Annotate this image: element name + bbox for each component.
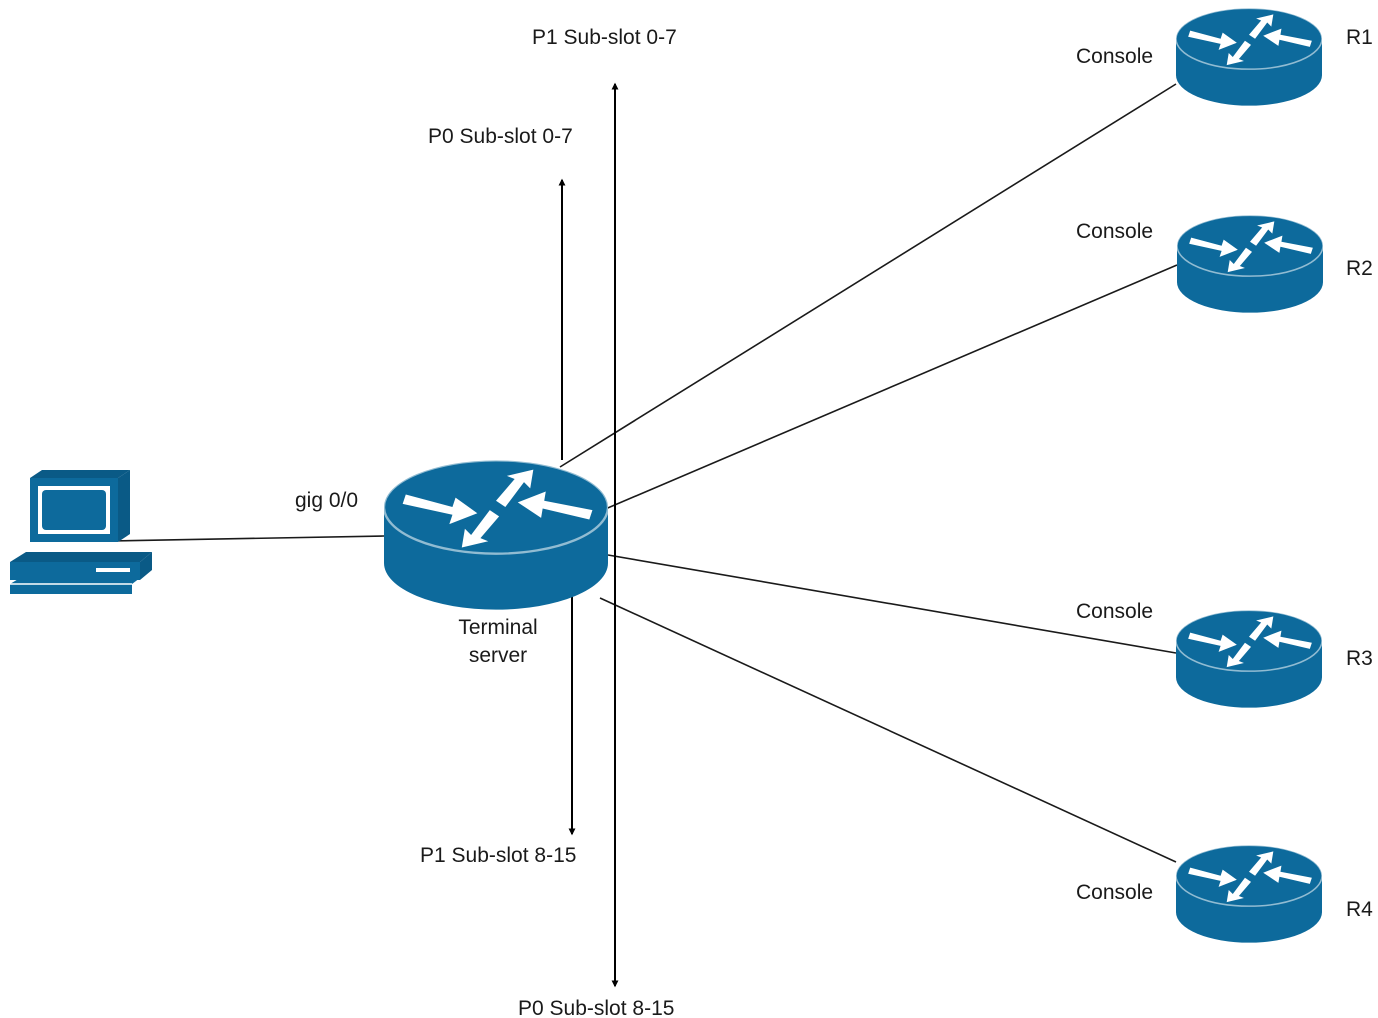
computer-icon bbox=[10, 470, 152, 594]
subslot-label-p0-bottom: P0 Sub-slot 8-15 bbox=[518, 997, 674, 1018]
router-name-r4: R4 bbox=[1346, 898, 1373, 921]
subslot-label-p1-top: P1 Sub-slot 0-7 bbox=[532, 26, 677, 49]
router-icon bbox=[1176, 610, 1322, 708]
router-name-r2: R2 bbox=[1346, 257, 1373, 280]
console-label-r1: Console bbox=[1076, 45, 1153, 68]
subslot-label-p1-bottom: P1 Sub-slot 8-15 bbox=[420, 844, 576, 867]
console-label-r3: Console bbox=[1076, 600, 1153, 623]
router-icon bbox=[1176, 8, 1322, 106]
console-label-r4: Console bbox=[1076, 881, 1153, 904]
console-label-r2: Console bbox=[1076, 220, 1153, 243]
router-name-r3: R3 bbox=[1346, 647, 1373, 670]
subslot-label-p0-top: P0 Sub-slot 0-7 bbox=[428, 125, 573, 148]
link-r4 bbox=[599, 597, 1177, 863]
link-r2 bbox=[602, 264, 1178, 511]
router-icon bbox=[1177, 215, 1323, 313]
terminal-server-label-line2: server bbox=[469, 644, 527, 667]
link-pc-to-terminal-server bbox=[109, 535, 385, 542]
link-r1 bbox=[559, 83, 1177, 468]
interface-label: gig 0/0 bbox=[295, 489, 358, 512]
terminal-server-label-line1: Terminal bbox=[458, 616, 537, 639]
router-icon bbox=[1176, 845, 1322, 943]
link-r3 bbox=[607, 554, 1177, 654]
router-name-r1: R1 bbox=[1346, 26, 1373, 49]
router-icon bbox=[384, 460, 608, 610]
